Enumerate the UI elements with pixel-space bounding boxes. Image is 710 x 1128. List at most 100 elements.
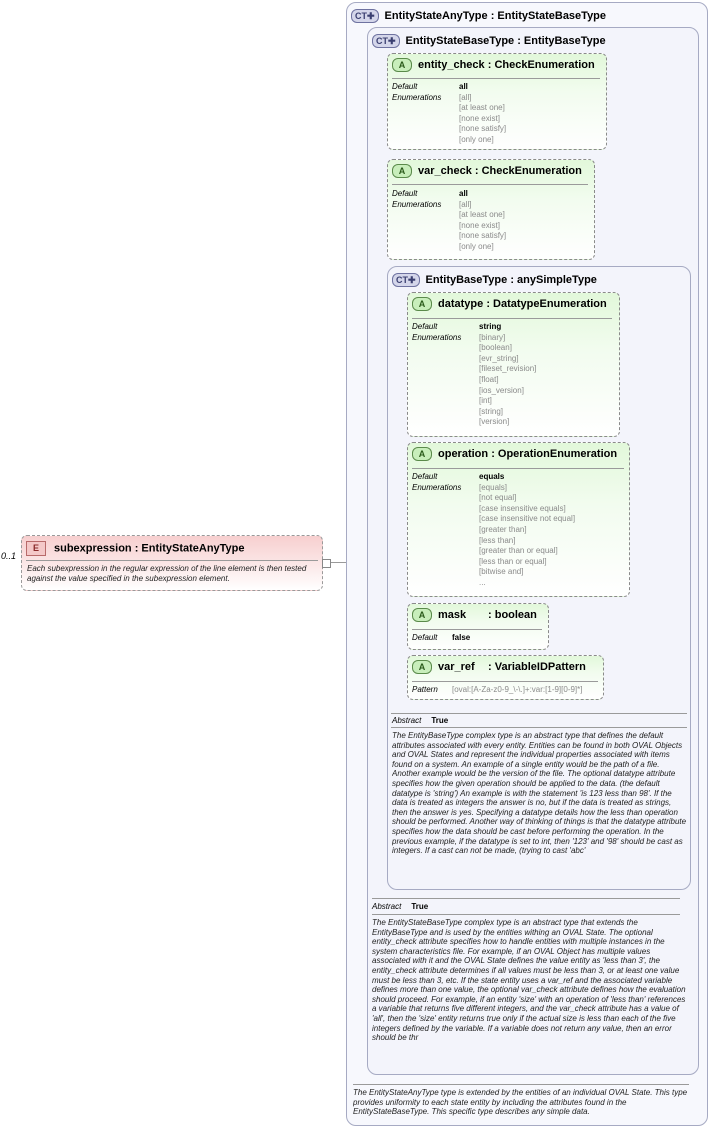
complex-type-icon: CT✚ — [351, 9, 379, 23]
attribute-name: mask — [438, 608, 467, 621]
attribute-type: : boolean — [488, 608, 537, 621]
enum-values: string [binary] [boolean] [evr_string] [… — [479, 322, 536, 428]
separator — [391, 727, 687, 728]
separator — [26, 560, 318, 561]
expand-toggle[interactable] — [322, 559, 331, 568]
abstract-label: Abstract — [392, 716, 422, 725]
enum-value: [not equal] — [479, 493, 517, 503]
enumerations-label: Enumerations — [392, 199, 442, 209]
ct-header: CT✚EntityStateBaseType : EntityBaseType — [372, 34, 606, 48]
enum-value: [string] — [479, 406, 504, 416]
enum-value: [case insensitive equals] — [479, 503, 566, 513]
enum-value: [none exist] — [459, 220, 500, 230]
attribute-name: operation — [438, 447, 489, 460]
attribute-type: : VariableIDPattern — [488, 660, 586, 673]
ct-header: CT✚ EntityBaseType : anySimpleType — [392, 273, 597, 287]
pattern-value: [oval:[A-Za-z0-9_\-\.]+:var:[1-9][0-9]*] — [452, 685, 583, 694]
attribute-name: var_ref — [438, 660, 475, 673]
abstract-value: True — [431, 716, 449, 725]
enum-value: [ios_version] — [479, 385, 524, 395]
enum-value: [int] — [479, 396, 492, 406]
enum-value: [evr_string] — [479, 353, 519, 363]
enum-value: [only one] — [459, 134, 494, 144]
enum-values: all [all] [at least one] [none exist] [n… — [459, 82, 506, 146]
enum-value: [only one] — [459, 241, 494, 251]
enum-value: [greater than] — [479, 524, 527, 534]
separator — [353, 1084, 689, 1085]
attribute-badge: A — [392, 164, 412, 178]
enum-value: [at least one] — [459, 210, 505, 220]
element-type: : EntityStateAnyType — [134, 542, 245, 555]
separator — [412, 681, 598, 682]
enum-value: [less than] — [479, 535, 516, 545]
abstract-label: Abstract — [372, 902, 402, 911]
enum-values: equals [equals] [not equal] [case insens… — [479, 472, 575, 589]
attribute-name: entity_check — [418, 58, 485, 71]
enum-value: [all] — [459, 92, 472, 102]
attribute-badge: A — [412, 447, 432, 461]
ct-title: EntityBaseType : anySimpleType — [425, 273, 597, 286]
default-values: false — [452, 633, 470, 644]
complex-type-icon: CT✚ — [392, 273, 420, 287]
enum-value: [binary] — [479, 332, 506, 342]
attribute-type: : OperationEnumeration — [491, 447, 618, 460]
enum-value: [bitwise and] — [479, 567, 524, 577]
enum-value: [float] — [479, 374, 499, 384]
default-value: equals — [479, 472, 505, 481]
element-badge: E — [26, 541, 46, 556]
enum-value: [none satisfy] — [459, 124, 507, 134]
default-value: all — [459, 189, 468, 198]
attribute-badge: A — [412, 660, 432, 674]
enum-values: all [all] [at least one] [none exist] [n… — [459, 189, 506, 253]
default-label: Default — [392, 82, 418, 91]
separator — [391, 713, 687, 714]
ct-documentation: The EntityStateAnyType type is extended … — [353, 1088, 688, 1117]
enum-value: [at least one] — [459, 103, 505, 113]
attribute-name: datatype — [438, 297, 484, 310]
enumerations-label: Enumerations — [412, 482, 462, 492]
attribute-type: : CheckEnumeration — [474, 164, 582, 177]
abstract-value: True — [411, 902, 429, 911]
attribute-type: : CheckEnumeration — [487, 58, 595, 71]
attribute-badge: A — [412, 297, 432, 311]
element-name: subexpression — [54, 542, 132, 555]
element-documentation: Each subexpression in the regular expres… — [27, 564, 307, 583]
abstract-row: Abstract True — [372, 902, 428, 911]
default-label: Default — [412, 322, 438, 331]
separator — [392, 78, 600, 79]
ct-title: EntityStateBaseType : EntityBaseType — [405, 34, 606, 47]
enum-value: [fileset_revision] — [479, 364, 537, 374]
default-value: string — [479, 322, 502, 331]
default-label: Default — [412, 472, 438, 481]
enum-value: [case insensitive not equal] — [479, 514, 576, 524]
separator — [372, 914, 680, 915]
enum-value: [all] — [459, 199, 472, 209]
attribute-type: : DatatypeEnumeration — [486, 297, 607, 310]
attribute-badge: A — [392, 58, 412, 72]
default-value: false — [452, 633, 471, 642]
ct-header: CT✚ EntityStateAnyType : EntityStateBaseT… — [351, 9, 606, 23]
ct-documentation: The EntityBaseType complex type is an ab… — [392, 731, 687, 856]
ct-title: EntityStateAnyType : EntityStateBaseType — [384, 9, 607, 22]
default-label: Default — [412, 633, 438, 642]
enum-value: ... — [479, 577, 486, 587]
ct-documentation: The EntityStateBaseType complex type is … — [372, 918, 686, 1043]
abstract-row: Abstract True — [392, 716, 448, 725]
separator — [412, 629, 542, 630]
attribute-name: var_check — [418, 164, 472, 177]
enum-value: [none exist] — [459, 113, 500, 123]
